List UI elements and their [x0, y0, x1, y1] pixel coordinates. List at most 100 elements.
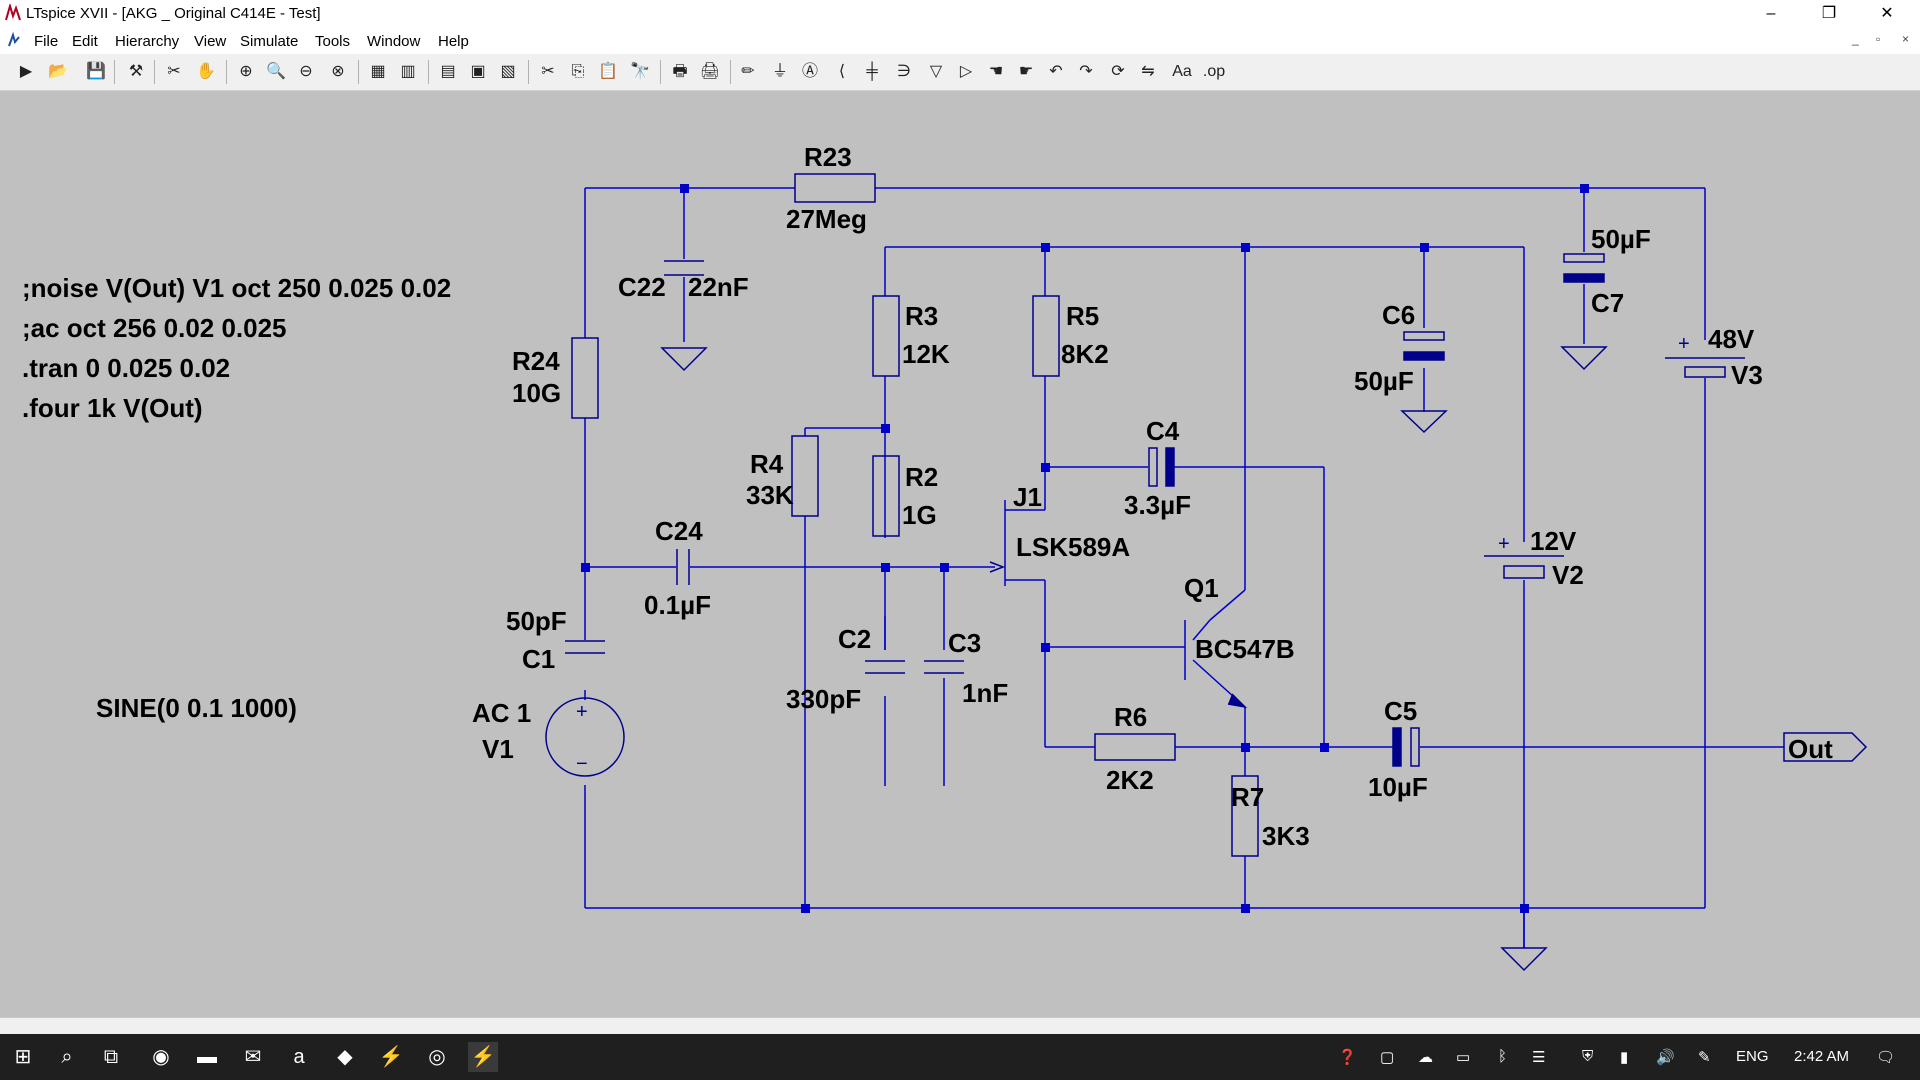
- edge-icon[interactable]: ◉: [152, 1046, 170, 1068]
- label-r6: R6: [1114, 702, 1147, 732]
- open-icon[interactable]: 📂: [48, 63, 68, 80]
- net-label-out[interactable]: Out: [1788, 734, 1833, 764]
- toolbar-separator: [154, 60, 155, 84]
- menu-simulate[interactable]: Simulate: [240, 33, 299, 50]
- zoom-in-icon[interactable]: ⊕: [239, 63, 253, 80]
- help-icon[interactable]: ❓: [1338, 1049, 1357, 1066]
- rotate-icon[interactable]: ⟳: [1111, 63, 1125, 80]
- schematic-canvas[interactable]: ;noise V(Out) V1 oct 250 0.025 0.02 ;ac …: [0, 90, 1920, 1017]
- diode-icon[interactable]: ▽: [929, 63, 943, 80]
- menu-edit[interactable]: Edit: [72, 33, 98, 50]
- pen-icon[interactable]: ✎: [1698, 1049, 1711, 1066]
- defender-icon[interactable]: ⛨: [1582, 1048, 1594, 1065]
- onedrive-icon[interactable]: ☁: [1418, 1049, 1433, 1066]
- language-indicator[interactable]: ENG: [1736, 1048, 1769, 1065]
- label-r3: R3: [905, 301, 938, 331]
- clock[interactable]: 2:42 AM: [1794, 1048, 1850, 1065]
- mirror-icon[interactable]: ⇋: [1141, 63, 1155, 80]
- value-v3: 48V: [1708, 324, 1755, 354]
- label-c1: C1: [522, 644, 555, 674]
- display-icon[interactable]: ▭: [1456, 1049, 1471, 1066]
- value-c3: 1nF: [962, 678, 1008, 708]
- new-symbol-icon[interactable]: ▧: [500, 63, 516, 80]
- task-view-icon[interactable]: ⧉: [103, 1046, 119, 1068]
- resistor-r2: [872, 455, 900, 537]
- resistor-r5: [1032, 295, 1060, 377]
- print-setup-icon[interactable]: 🖨: [699, 63, 721, 80]
- find-icon[interactable]: 🔭: [630, 63, 650, 80]
- close-button[interactable]: ✕: [1880, 5, 1894, 22]
- pan-icon[interactable]: ✋: [196, 63, 216, 80]
- label-r24: R24: [512, 346, 560, 376]
- zoom-area-icon[interactable]: 🔍: [266, 63, 286, 80]
- components: [545, 173, 1868, 972]
- resistor-r4: [791, 435, 819, 517]
- zoom-fit-icon[interactable]: ⊗: [331, 63, 345, 80]
- label-c4: C4: [1146, 416, 1180, 446]
- app-icon[interactable]: ⚡: [378, 1046, 404, 1068]
- run-icon[interactable]: ▶: [19, 63, 33, 80]
- menu-window[interactable]: Window: [367, 33, 421, 50]
- control-panel-icon[interactable]: ⚒: [128, 63, 144, 80]
- toolbar-separator: [528, 60, 529, 84]
- notifications-icon[interactable]: 🗨: [1876, 1049, 1896, 1066]
- label-c22: C22: [618, 272, 666, 302]
- zoom-out-icon[interactable]: ⊖: [299, 63, 313, 80]
- menu-file[interactable]: File: [34, 33, 59, 50]
- volume-icon[interactable]: 🔊: [1656, 1049, 1675, 1066]
- mail-icon[interactable]: ✉: [244, 1046, 262, 1068]
- mdi-restore-button[interactable]: ▫: [1876, 32, 1881, 46]
- network-chat-icon[interactable]: ☰: [1532, 1049, 1546, 1066]
- tile-horiz-icon[interactable]: ▦: [370, 63, 386, 80]
- value-v1: AC 1: [472, 698, 531, 728]
- file-explorer-icon[interactable]: ▬: [197, 1046, 217, 1068]
- resistor-r7: [1231, 775, 1259, 857]
- save-icon[interactable]: 💾: [86, 63, 106, 80]
- cascade-icon[interactable]: ▤: [440, 63, 456, 80]
- search-icon[interactable]: ⌕: [61, 1046, 73, 1068]
- value-r24: 10G: [512, 378, 561, 408]
- bluetooth-icon[interactable]: ᛒ: [1498, 1048, 1508, 1065]
- new-schematic-icon[interactable]: ▣: [470, 63, 486, 80]
- menu-hierarchy[interactable]: Hierarchy: [115, 33, 180, 50]
- ltspice-icon[interactable]: ⚡: [468, 1042, 498, 1072]
- label-net-icon[interactable]: Ⓐ: [801, 63, 818, 80]
- halt-icon[interactable]: ✂: [167, 63, 181, 80]
- ground-icon[interactable]: ⏚: [771, 63, 788, 80]
- move-icon[interactable]: ☚: [988, 63, 1004, 80]
- text-icon[interactable]: Aa: [1172, 63, 1192, 80]
- label-c6: C6: [1382, 300, 1415, 330]
- menu-help[interactable]: Help: [438, 33, 469, 50]
- tile-vert-icon[interactable]: ▥: [400, 63, 416, 80]
- minimize-button[interactable]: –: [1766, 5, 1776, 22]
- capacitor-icon[interactable]: ╪: [866, 63, 878, 80]
- menu-tools[interactable]: Tools: [315, 33, 351, 50]
- copy-icon[interactable]: ⎘: [571, 63, 585, 80]
- battery-icon[interactable]: ▮: [1620, 1049, 1629, 1066]
- resistor-icon[interactable]: ⟨: [838, 63, 846, 80]
- redo-icon[interactable]: ↷: [1079, 63, 1093, 80]
- dropbox-icon[interactable]: ◆: [337, 1046, 353, 1068]
- undo-icon[interactable]: ↶: [1049, 63, 1063, 80]
- drag-icon[interactable]: ☛: [1018, 63, 1034, 80]
- draw-wire-icon[interactable]: ✏: [741, 63, 755, 80]
- mdi-close-button[interactable]: ×: [1902, 32, 1910, 46]
- junctions: [581, 184, 1589, 913]
- amazon-icon[interactable]: a: [293, 1046, 305, 1068]
- maximize-button[interactable]: ❐: [1821, 5, 1837, 22]
- paste-icon[interactable]: 📋: [598, 63, 618, 80]
- chrome-icon[interactable]: ◎: [428, 1046, 446, 1068]
- title-bar: LTspice XVII - [AKG _ Original C414E - T…: [0, 0, 1920, 28]
- menu-view[interactable]: View: [194, 33, 227, 50]
- print-icon[interactable]: 🖶: [672, 63, 688, 80]
- cut-icon[interactable]: ✂: [541, 63, 555, 80]
- component-icon[interactable]: ▷: [959, 63, 973, 80]
- meet-icon[interactable]: ▢: [1380, 1049, 1395, 1066]
- spice-directive-icon[interactable]: .op: [1202, 63, 1226, 80]
- status-bar: [0, 1017, 1920, 1035]
- wires: [584, 187, 1784, 948]
- windows-start-icon[interactable]: ⊞: [14, 1046, 32, 1068]
- inductor-icon[interactable]: ∋: [897, 63, 911, 80]
- mdi-minimize-button[interactable]: _: [1852, 32, 1859, 46]
- directive-four: .four 1k V(Out): [22, 393, 203, 423]
